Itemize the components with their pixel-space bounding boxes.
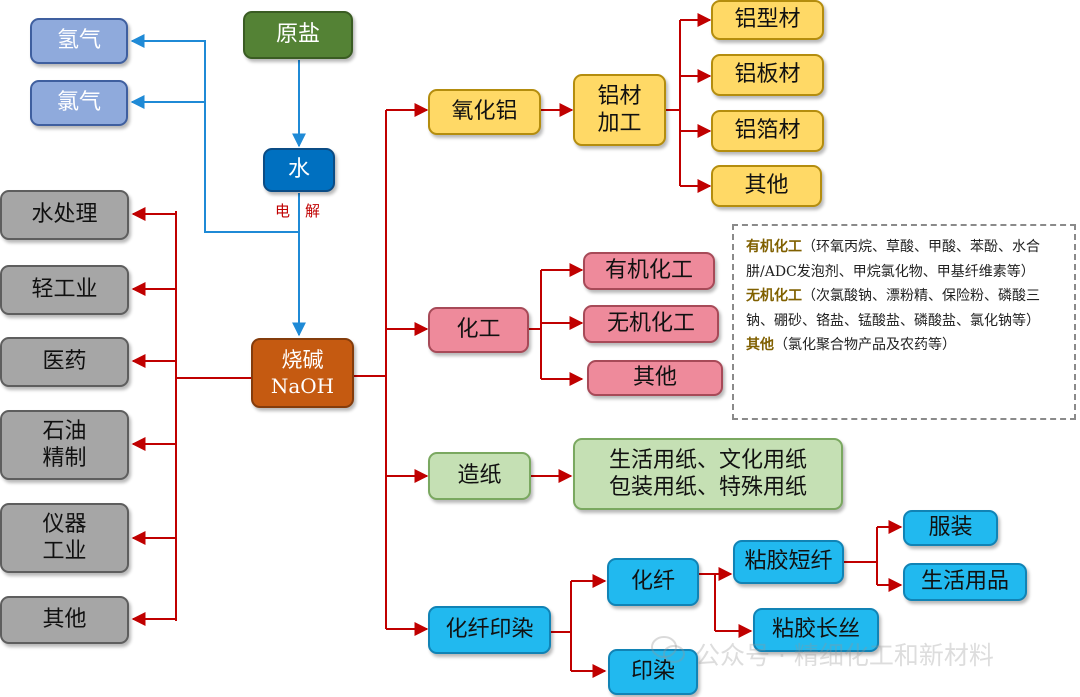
- water-label: 水: [287, 157, 310, 183]
- inorganic-chemical-label: 无机化工: [606, 311, 695, 337]
- water-treatment-label: 水处理: [31, 202, 98, 228]
- left-other-node: 其他: [0, 596, 129, 644]
- electrolysis-label: 电 解: [275, 202, 321, 220]
- water-treatment-node: 水处理: [0, 190, 129, 240]
- inorganic-chemical-node: 无机化工: [583, 305, 719, 343]
- clothing-node: 服装: [903, 510, 998, 546]
- aluminum-other-node: 其他: [711, 165, 822, 207]
- aluminum-processing-line1: 铝材: [597, 83, 642, 109]
- electrolysis-arrows: [130, 34, 306, 337]
- inorganic-note-text: （次氯酸钠、漂粉精、保险粉、磷酸三钠、硼砂、铬盐、锰酸盐、磷酸盐、氯化钠等）: [746, 288, 1040, 329]
- fiber-dyeing-label: 化纤印染: [445, 617, 534, 643]
- papermaking-node: 造纸: [428, 452, 531, 500]
- inorganic-note-key: 无机化工: [746, 288, 802, 304]
- instrument-industry-line2: 工业: [42, 539, 87, 564]
- left-other-label: 其他: [42, 607, 87, 633]
- aluminum-sheet-label: 铝板材: [734, 62, 801, 88]
- clothing-label: 服装: [928, 515, 973, 541]
- chemical-node: 化工: [428, 307, 529, 353]
- medicine-label: 医药: [42, 349, 87, 375]
- aluminum-sheet-node: 铝板材: [711, 54, 824, 96]
- chemical-fiber-node: 化纤: [607, 558, 699, 606]
- chemical-label: 化工: [456, 317, 501, 343]
- left-use-arrows: [131, 207, 251, 626]
- organic-chemical-node: 有机化工: [583, 252, 715, 290]
- aluminum-profile-node: 铝型材: [711, 0, 824, 40]
- light-industry-label: 轻工业: [31, 277, 98, 303]
- wechat-icon: [651, 636, 685, 663]
- chlorine-label: 氯气: [56, 90, 101, 116]
- caustic-soda-formula: NaOH: [270, 373, 335, 398]
- chemical-fiber-label: 化纤: [630, 569, 675, 595]
- daily-goods-label: 生活用品: [920, 569, 1009, 595]
- petroleum-refining-line1: 石油: [42, 418, 87, 444]
- chemical-notes-box: 有机化工（环氧丙烷、草酸、甲酸、苯酚、水合肼/ADC发泡剂、甲烷氯化物、甲基纤维…: [732, 224, 1076, 420]
- aluminum-processing-node: 铝材 加工: [573, 74, 666, 146]
- alumina-node: 氧化铝: [428, 89, 541, 135]
- water-node: 水: [263, 148, 335, 192]
- other-note: 其他（氯化聚合物产品及农药等）: [746, 333, 1066, 358]
- medicine-node: 医药: [0, 337, 129, 387]
- viscose-filament-label: 粘胶长丝: [771, 617, 860, 643]
- inorganic-note: 无机化工（次氯酸钠、漂粉精、保险粉、磷酸三钠、硼砂、铬盐、锰酸盐、磷酸盐、氯化钠…: [746, 284, 1066, 333]
- caustic-soda-node: 烧碱 NaOH: [251, 338, 354, 408]
- paper-products-line1: 生活用纸、文化用纸: [608, 447, 807, 473]
- paper-products-node: 生活用纸、文化用纸 包装用纸、特殊用纸: [573, 438, 843, 510]
- chemical-other-node: 其他: [587, 360, 723, 396]
- aluminum-profile-label: 铝型材: [734, 7, 801, 33]
- viscose-staple-label: 粘胶短纤: [744, 549, 833, 575]
- viscose-staple-node: 粘胶短纤: [733, 540, 844, 584]
- hydrogen-node: 氢气: [30, 18, 128, 64]
- daily-goods-node: 生活用品: [903, 563, 1027, 601]
- viscose-filament-node: 粘胶长丝: [753, 608, 879, 652]
- paper-products-line2: 包装用纸、特殊用纸: [608, 475, 807, 500]
- dyeing-node: 印染: [608, 649, 698, 695]
- organic-note: 有机化工（环氧丙烷、草酸、甲酸、苯酚、水合肼/ADC发泡剂、甲烷氯化物、甲基纤维…: [746, 235, 1066, 284]
- chlorine-node: 氯气: [30, 80, 128, 126]
- hydrogen-label: 氢气: [56, 28, 101, 54]
- other-note-text: （氯化聚合物产品及农药等）: [774, 337, 956, 353]
- watermark-text: 公众号 · 精细化工和新材料: [695, 641, 994, 670]
- aluminum-processing-line2: 加工: [597, 111, 642, 136]
- raw-salt-node: 原盐: [243, 11, 353, 59]
- petroleum-refining-line2: 精制: [42, 446, 87, 471]
- fiber-dyeing-node: 化纤印染: [428, 606, 551, 654]
- instrument-industry-node: 仪器 工业: [0, 503, 129, 573]
- papermaking-label: 造纸: [457, 463, 502, 489]
- right-use-arrows: [354, 13, 903, 678]
- petroleum-refining-node: 石油 精制: [0, 410, 129, 480]
- alumina-label: 氧化铝: [451, 99, 518, 125]
- aluminum-foil-label: 铝箔材: [734, 118, 801, 144]
- dyeing-label: 印染: [630, 659, 675, 685]
- caustic-soda-name: 烧碱: [281, 348, 324, 373]
- aluminum-other-label: 其他: [744, 173, 789, 199]
- aluminum-foil-node: 铝箔材: [711, 110, 824, 152]
- light-industry-node: 轻工业: [0, 265, 129, 315]
- organic-note-key: 有机化工: [746, 239, 802, 255]
- other-note-key: 其他: [746, 337, 774, 353]
- organic-note-text: （环氧丙烷、草酸、甲酸、苯酚、水合肼/ADC发泡剂、甲烷氯化物、甲基纤维素等）: [746, 239, 1040, 280]
- organic-chemical-label: 有机化工: [604, 258, 693, 284]
- instrument-industry-line1: 仪器: [42, 511, 87, 537]
- raw-salt-label: 原盐: [275, 22, 320, 48]
- chemical-other-label: 其他: [632, 365, 677, 391]
